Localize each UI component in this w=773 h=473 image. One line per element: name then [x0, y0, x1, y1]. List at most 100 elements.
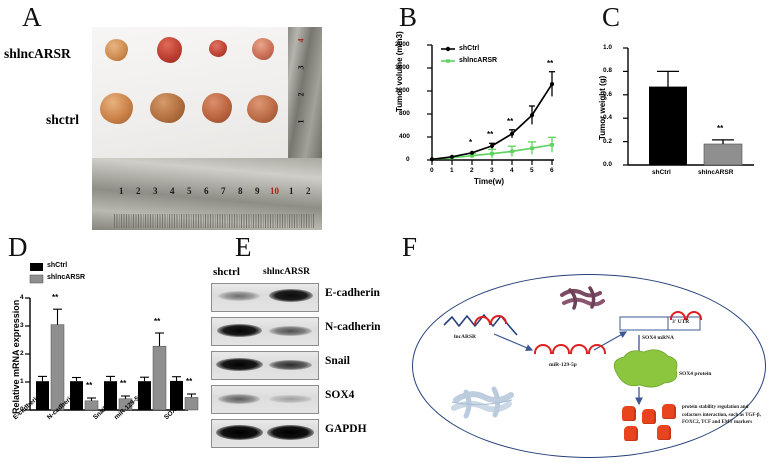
- panel-a-row-label-shlncarsr: shlncARSR: [4, 46, 71, 61]
- panel-d-ytick: 3: [20, 322, 24, 329]
- panel-b-ytick: 0: [406, 156, 410, 163]
- band-lane-left: [216, 358, 263, 371]
- tumor-specimen: [157, 37, 182, 63]
- panel-b-xlabel: Time(w): [474, 177, 505, 186]
- panel-c-xtick-shctrl: shCtrl: [652, 169, 671, 176]
- panel-c-letter: C: [602, 2, 621, 32]
- panel-c-significance: **: [717, 124, 724, 133]
- panel-b-ytick: 1200: [395, 87, 410, 94]
- effector-molecule: [662, 404, 676, 419]
- panel-c-plot: [623, 47, 754, 166]
- ruler-h-number: 7: [221, 186, 226, 196]
- mirna-arc: [686, 311, 702, 320]
- panel-a-row-label-shctrl: shctrl: [46, 112, 79, 127]
- panel-c-ytick: 0.6: [603, 91, 613, 98]
- organelle-endoplasmic-reticulum: [451, 386, 514, 419]
- label-downstream-effects: protein stability regulation and cofacto…: [682, 405, 761, 425]
- panel-b-ytick: 800: [399, 110, 410, 117]
- panel-a: A shlncARSR shctrl 4 3 2 1 1 2 3 4 5 6 7…: [0, 0, 392, 232]
- panel-c-ytick: 1.0: [603, 44, 613, 51]
- mirna-arc: [570, 344, 588, 354]
- panel-b: B Tumor volume (mm3): [394, 0, 594, 232]
- panel-d-significance: **: [186, 377, 193, 386]
- panel-b-legend-shctrl: shCtrl: [459, 45, 480, 52]
- blot-band-sox4: [211, 385, 319, 414]
- label-mir129-5p: miR-129-5p: [549, 362, 577, 368]
- panel-d-letter: D: [8, 232, 28, 262]
- mirna-arc: [588, 344, 606, 354]
- panel-d-significance: **: [120, 379, 127, 388]
- mirna-arc: [552, 344, 570, 354]
- panel-b-xtick: 6: [550, 167, 554, 174]
- ruler-h-number: 3: [153, 186, 158, 196]
- panel-f-letter: F: [402, 232, 418, 262]
- panel-d-legend-shctrl: shCtrl: [47, 262, 68, 269]
- band-lane-left: [218, 394, 260, 404]
- panel-d-significance: **: [154, 317, 161, 326]
- ruler-h-number: 10: [270, 186, 279, 196]
- panel-b-xtick: 1: [450, 167, 454, 174]
- effector-molecule: [622, 406, 636, 421]
- label-3utr: 3' UTR: [672, 319, 690, 325]
- tumor-photograph: 4 3 2 1 1 2 3 4 5 6 7 8 9 10 1 2: [92, 27, 322, 230]
- tumor-specimen: [247, 95, 278, 123]
- panel-b-ytick: 400: [399, 133, 410, 140]
- panel-f: F: [394, 232, 773, 473]
- panel-a-letter: A: [22, 2, 42, 32]
- band-lane-right: [269, 289, 313, 302]
- mirna-arc: [534, 344, 552, 354]
- panel-e-label-n-cadherin: N-cadherin: [325, 321, 381, 333]
- panel-b-significance: **: [487, 130, 494, 139]
- label-sox4-protein: SOX4 protein: [679, 371, 712, 377]
- band-lane-right: [269, 326, 312, 336]
- ruler-h-number: 2: [136, 186, 141, 196]
- panel-b-letter: B: [399, 2, 418, 32]
- ruler-v-number: 2: [296, 92, 306, 97]
- ruler-v-number: 1: [296, 119, 306, 124]
- panel-c-xtick-shlncarsr: shlncARSR: [698, 169, 734, 176]
- panel-d-plot: [25, 263, 199, 411]
- panel-e-letter: E: [235, 232, 252, 262]
- panel-e-label-e-cadherin: E-cadherin: [325, 287, 380, 299]
- vertical-ruler: 4 3 2 1: [288, 27, 322, 160]
- panel-b-plot: [427, 44, 556, 165]
- label-lncarsr: lncARSR: [454, 334, 477, 340]
- panel-b-ytick: 2000: [395, 41, 410, 48]
- tumor-specimen: [202, 93, 232, 123]
- panel-b-significance: **: [547, 59, 554, 68]
- effector-molecule: [624, 426, 638, 441]
- ruler-v-number: 4: [296, 38, 306, 43]
- tumor-specimen: [150, 93, 185, 123]
- panel-b-xtick: 4: [510, 167, 514, 174]
- ruler-h-number: 2: [306, 186, 311, 196]
- panel-e-label-snail: Snail: [325, 355, 350, 367]
- band-lane-right: [267, 425, 314, 440]
- panel-e-lane-header-shlncarsr: shlncARSR: [263, 267, 310, 277]
- blot-band-snail: [211, 351, 319, 380]
- panel-b-xtick: 2: [470, 167, 474, 174]
- ruler-h-number: 1: [119, 186, 124, 196]
- ruler-v-number: 3: [296, 65, 306, 70]
- panel-e: E shctrl shlncARSR E-cadherin N-cadherin…: [205, 232, 395, 473]
- panel-b-significance: **: [507, 117, 514, 126]
- panel-c-ytick: 0.2: [603, 138, 613, 145]
- panel-e-label-gapdh: GAPDH: [325, 423, 367, 435]
- blot-band-e-cadherin: [211, 283, 319, 312]
- ruler-h-number: 4: [170, 186, 175, 196]
- panel-b-xtick: 5: [530, 167, 534, 174]
- ruler-h-number: 5: [187, 186, 192, 196]
- panel-c: C Tumor weight (g) 0.0 0.2 0.4 0.6 0.8: [594, 0, 773, 232]
- band-lane-right: [269, 395, 312, 403]
- effector-molecule: [657, 425, 671, 440]
- panel-d-significance: **: [86, 381, 93, 390]
- ruler-mm-ticks: [114, 214, 314, 228]
- panel-c-ytick: 0.0: [603, 161, 613, 168]
- label-sox4-mrna: SOX4 mRNA: [642, 335, 674, 341]
- panel-d-ytick: 1: [20, 378, 24, 385]
- band-lane-left: [216, 425, 263, 440]
- panel-e-label-sox4: SOX4: [325, 389, 355, 401]
- horizontal-ruler: 1 2 3 4 5 6 7 8 9 10 1 2: [92, 158, 322, 230]
- organelle-mitochondria: [560, 286, 605, 310]
- blot-band-n-cadherin: [211, 317, 319, 346]
- mirna-arc: [490, 315, 507, 324]
